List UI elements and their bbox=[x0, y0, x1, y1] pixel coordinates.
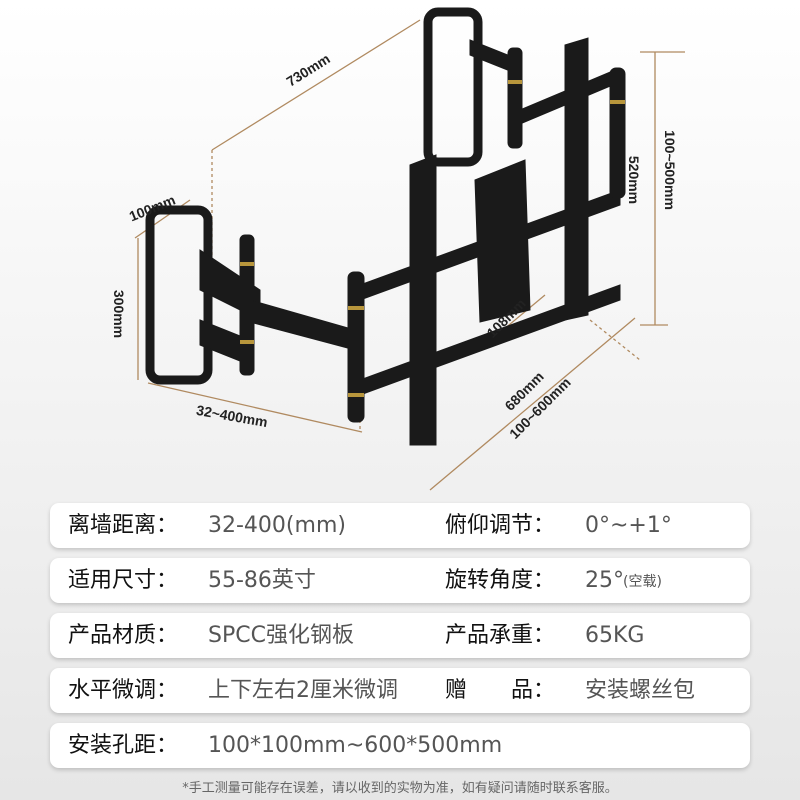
spec-value: 55-86英寸 bbox=[208, 568, 316, 593]
spec-label: 产品材质： bbox=[68, 623, 179, 648]
spec-value: 0°~+1° bbox=[585, 513, 672, 538]
dim-tv-plate-height: 520mm bbox=[626, 155, 643, 205]
spec-note: (空载) bbox=[623, 574, 662, 590]
tv-mount-illustration bbox=[134, 7, 685, 491]
spec-label: 产品承重： bbox=[445, 623, 556, 648]
spec-row-fine-adjust: 水平微调： 上下左右2厘米微调 赠 品： 安装螺丝包 bbox=[50, 668, 750, 713]
mount-body bbox=[145, 7, 626, 446]
spec-row-material: 产品材质： SPCC强化钢板 产品承重： 65KG bbox=[50, 613, 750, 658]
spec-row-screen-size: 适用尺寸： 55-86英寸 旋转角度： 25° (空载) bbox=[50, 558, 750, 603]
spec-value: SPCC强化钢板 bbox=[208, 623, 354, 648]
spec-value: 100*100mm~600*500mm bbox=[208, 733, 503, 758]
spec-label: 水平微调： bbox=[68, 678, 179, 703]
spec-label: 离墙距离： bbox=[68, 513, 179, 538]
spec-value: 32-400(mm) bbox=[208, 513, 346, 538]
spec-label: 俯仰调节： bbox=[445, 513, 556, 538]
spec-row-hole-spacing: 安装孔距： 100*100mm~600*500mm bbox=[50, 723, 750, 768]
spec-value: 65KG bbox=[585, 623, 645, 648]
spec-label: 适用尺寸： bbox=[68, 568, 179, 593]
spec-label: 旋转角度： bbox=[445, 568, 556, 593]
spec-row-wall-distance: 离墙距离： 32-400(mm) 俯仰调节： 0°~+1° bbox=[50, 503, 750, 548]
dim-vesa-vertical: 100~500mm bbox=[661, 130, 678, 210]
dim-wall-plate-height: 300mm bbox=[111, 289, 128, 339]
spec-label: 安装孔距： bbox=[68, 733, 179, 758]
spec-value: 25° bbox=[585, 568, 624, 593]
spec-value: 上下左右2厘米微调 bbox=[208, 678, 398, 703]
spec-label: 赠 品： bbox=[445, 678, 556, 703]
footnote: *手工测量可能存在误差，请以收到的实物为准，如有疑问请随时联系客服。 bbox=[182, 781, 618, 796]
accent-rings bbox=[240, 80, 625, 397]
spec-value: 安装螺丝包 bbox=[585, 678, 696, 703]
